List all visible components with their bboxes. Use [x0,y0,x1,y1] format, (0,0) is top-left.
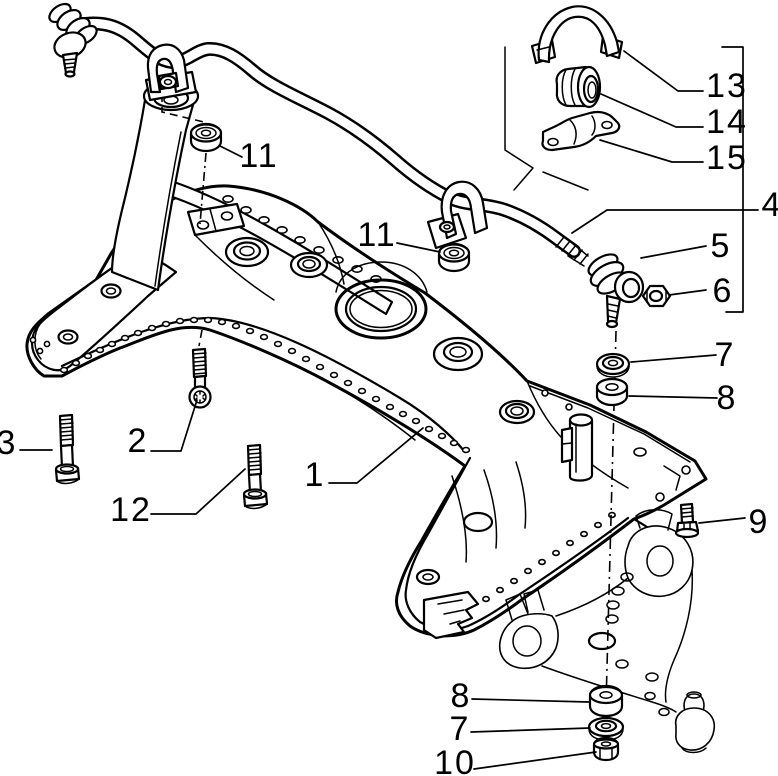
mount-stud [560,413,594,482]
rail-slot-holes [222,195,382,283]
subframe-crease-lines [195,221,691,489]
nut-10 [592,736,620,762]
front-flange-rivet-holes [59,316,471,454]
raised-bolt-boss-2 [289,251,329,279]
end-cap-rivet-holes [29,336,51,355]
leader-line-14 [600,93,704,128]
callout-label-8-upper: 8 [717,379,738,417]
bolt-12 [242,443,269,510]
arm-right-edge [664,569,694,703]
bolt-9 [674,502,700,539]
leader-line-7-upper [630,354,717,363]
central-ring-opening [334,261,428,340]
arm-rear-bushing [624,525,694,598]
bushing-8-lower [588,684,624,718]
lower-control-arm-drawing [498,509,716,754]
retaining-plate-15 [541,110,621,152]
callout-label-6: 6 [713,272,734,310]
raised-bolt-boss-1 [224,236,270,268]
callout-label-4: 4 [762,186,778,224]
leader-line-11-left [219,145,243,158]
bracket-line [721,46,744,313]
leader-line-11-right [396,242,441,253]
leader-line-15 [599,139,704,163]
leader-line-9 [698,517,746,524]
nut-6 [641,284,672,308]
washer-7-lower [587,716,625,741]
group-bracket [721,46,744,313]
callout-label-15: 15 [706,139,748,177]
center-axis-lines [161,94,617,743]
leader-line-12 [150,468,246,515]
arm-bottom-edge [541,665,677,713]
callout-label-7-upper: 7 [715,336,736,374]
clamp-bracket-13 [530,5,624,65]
callout-label-11-right: 11 [357,216,396,254]
bushing-8-upper [595,377,629,407]
callout-label-3: 3 [0,424,17,462]
assembly-pointer-lines [504,46,589,191]
leader-line-6 [668,289,707,296]
callout-label-11-left: 11 [239,137,278,175]
leader-line-4 [571,209,759,234]
arm-ball-joint [674,691,716,754]
bar-threaded-tip [555,236,589,267]
raised-bolt-boss-4 [498,399,536,425]
leader-line-2 [150,399,198,452]
leader-line-7-lower [470,727,591,733]
stab-clamp-mounting-pad [186,202,246,237]
callout-label-2: 2 [128,422,149,460]
callout-label-8-lower: 8 [451,677,472,715]
leader-line-8-upper [628,395,718,399]
jacking-foot-steps [437,599,465,625]
callout-label-5: 5 [711,227,732,265]
right-end-plate-holes [541,389,691,502]
washer11-axis [199,152,207,225]
callout-label-7-lower: 7 [450,710,471,748]
left-arm-bolt-holes [57,283,122,345]
bar-clamp-left [144,43,198,102]
stabilizer-link-5 [587,253,645,329]
callout-label-13: 13 [706,67,748,105]
callout-label-10: 10 [434,744,476,776]
leader-line-1 [328,427,424,484]
callout-label-9: 9 [749,503,770,541]
leader-line-10 [473,751,597,770]
callout-label-12: 12 [110,491,152,529]
washer-7-upper [595,352,631,378]
callout-label-14: 14 [706,103,748,141]
leader-line-5 [640,245,707,259]
arm-front-bushing [498,589,559,670]
bolt2-axis [198,329,203,347]
rubber-bushing-14 [555,65,602,109]
leader-line-13 [623,50,704,92]
washer-11-right [437,242,471,273]
bar-clamp-right [426,180,489,250]
bolt-2 [188,347,212,409]
callout-label-1: 1 [305,456,326,494]
raised-bolt-boss-3 [432,336,484,372]
arm-lightening-holes [587,572,670,717]
leader-line-8-lower [471,698,590,703]
clamp-axis-dashed [161,94,205,123]
pan-rim-rivet-holes [481,511,616,603]
washer-11-left [189,122,223,153]
bolt-3 [54,413,81,485]
pan-interior [404,456,630,631]
subframe-crossmember-drawing [25,80,708,640]
bar-end-link-left [48,2,98,78]
arm-left-edge [555,577,629,617]
